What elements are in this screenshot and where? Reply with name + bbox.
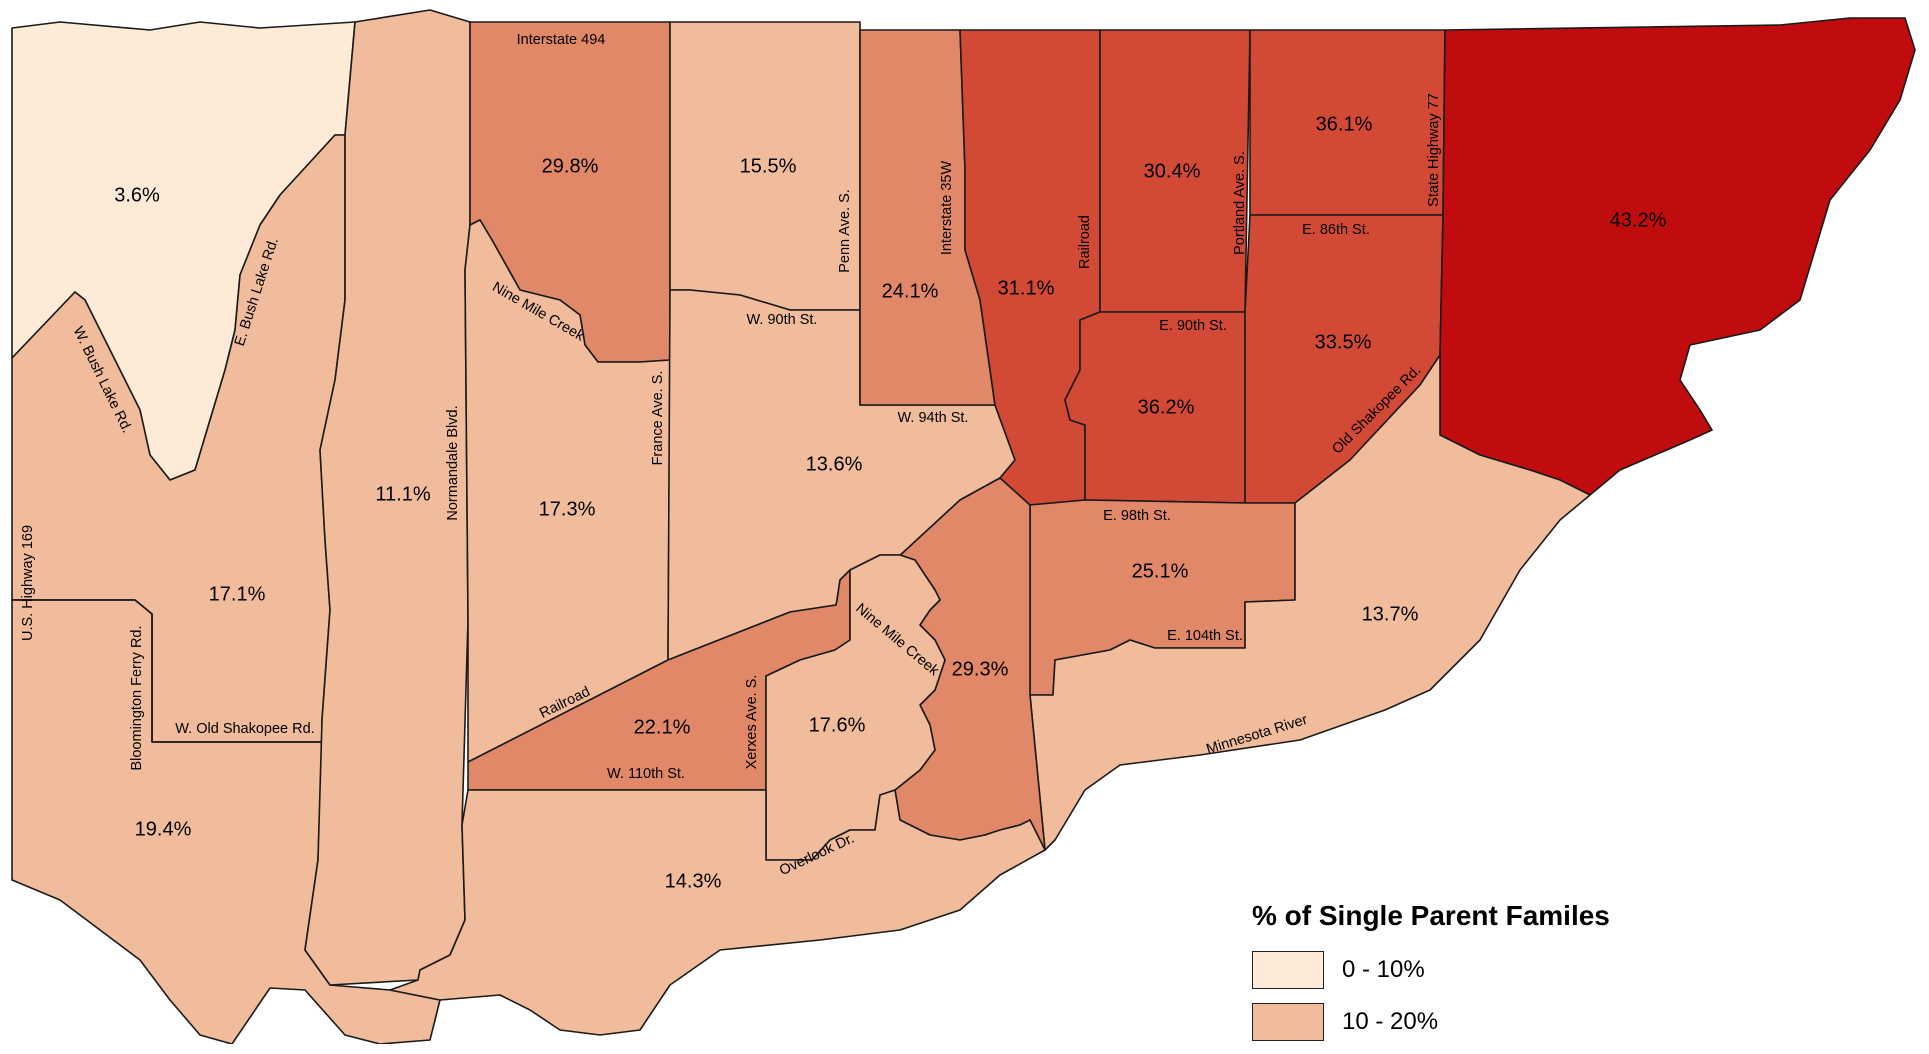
legend: % of Single Parent Familes 0 - 10% 10 - … [1252,900,1672,1054]
region-value-e86th: 33.5% [1315,331,1372,353]
map-regions [11,9,1916,1044]
region-value-railroad-east: 31.1% [998,277,1055,299]
region-value-penn-north: 15.5% [740,155,797,177]
region-value-hwy77-north: 36.1% [1316,113,1373,135]
road-line-bloomington-ferry [134,599,153,742]
region-value-e90th: 36.2% [1138,396,1195,418]
road-label-e-86th: E. 86th St. [1302,222,1370,238]
road-label-normandale: Normandale Blvd. [445,405,461,520]
road-label-xerxes-ave: Xerxes Ave. S. [744,675,760,770]
region-value-southwest: 19.4% [135,818,192,840]
road-label-w-110th: W. 110th St. [607,766,685,782]
legend-title: % of Single Parent Familes [1252,900,1610,931]
region-value-xerxes-east: 17.6% [809,714,866,736]
region-east [1439,17,1916,496]
region-value-river: 13.7% [1362,603,1419,625]
region-value-penn-south: 13.6% [806,453,863,475]
region-value-e98th: 25.1% [1132,560,1189,582]
percentage-labels: 3.6% 17.1% 19.4% 11.1% 29.8% 17.3% 15.5%… [114,113,1666,892]
road-label-w-90th: W. 90th St. [747,312,818,328]
region-river [1029,354,1591,851]
legend-label: 10 - 20% [1342,1008,1439,1035]
road-label-e-98th: E. 98th St. [1103,508,1171,524]
region-value-xerxes-west: 22.1% [634,716,691,738]
region-value-nw: 3.6% [114,184,160,206]
road-label-w-old-shakopee: W. Old Shakopee Rd. [175,721,314,737]
road-label-portland-ave: Portland Ave. S. [1232,151,1248,255]
road-label-e-104th: E. 104th St. [1167,628,1243,644]
legend-swatch-10-20 [1252,1003,1324,1041]
road-label-e-90th: E. 90th St. [1159,318,1227,334]
road-label-railroad-north: Railroad [1077,215,1093,269]
road-label-bloomington-ferry: Bloomington Ferry Rd. [129,625,145,770]
region-value-east: 43.2% [1610,209,1667,231]
legend-item: 0 - 10% [1252,950,1672,990]
region-value-portland-north: 30.4% [1144,160,1201,182]
region-value-france-west: 17.3% [539,498,596,520]
region-value-south: 14.3% [665,870,722,892]
road-label-w-94th: W. 94th St. [898,410,969,426]
legend-item: 10 - 20% [1252,1002,1672,1042]
road-label-state-highway-77: State Highway 77 [1426,93,1442,207]
region-value-ninemile: 29.3% [952,658,1009,680]
legend-label: 0 - 10% [1342,956,1425,983]
road-label-penn-ave: Penn Ave. S. [837,189,853,273]
road-label-france-ave: France Ave. S. [650,371,666,466]
region-value-i35w: 24.1% [882,280,939,302]
legend-swatch-0-10 [1252,951,1324,989]
road-label-us-highway-169: U.S. Highway 169 [20,525,36,641]
region-value-normandale: 11.1% [375,483,430,505]
road-lines [12,599,322,743]
region-value-i494-france: 29.8% [542,155,599,177]
region-value-west-mid: 17.1% [209,583,266,605]
region-france-west [464,219,671,763]
region-south [389,789,1046,1036]
road-label-interstate-35w: Interstate 35W [939,161,955,256]
road-label-interstate-494: Interstate 494 [517,32,606,48]
